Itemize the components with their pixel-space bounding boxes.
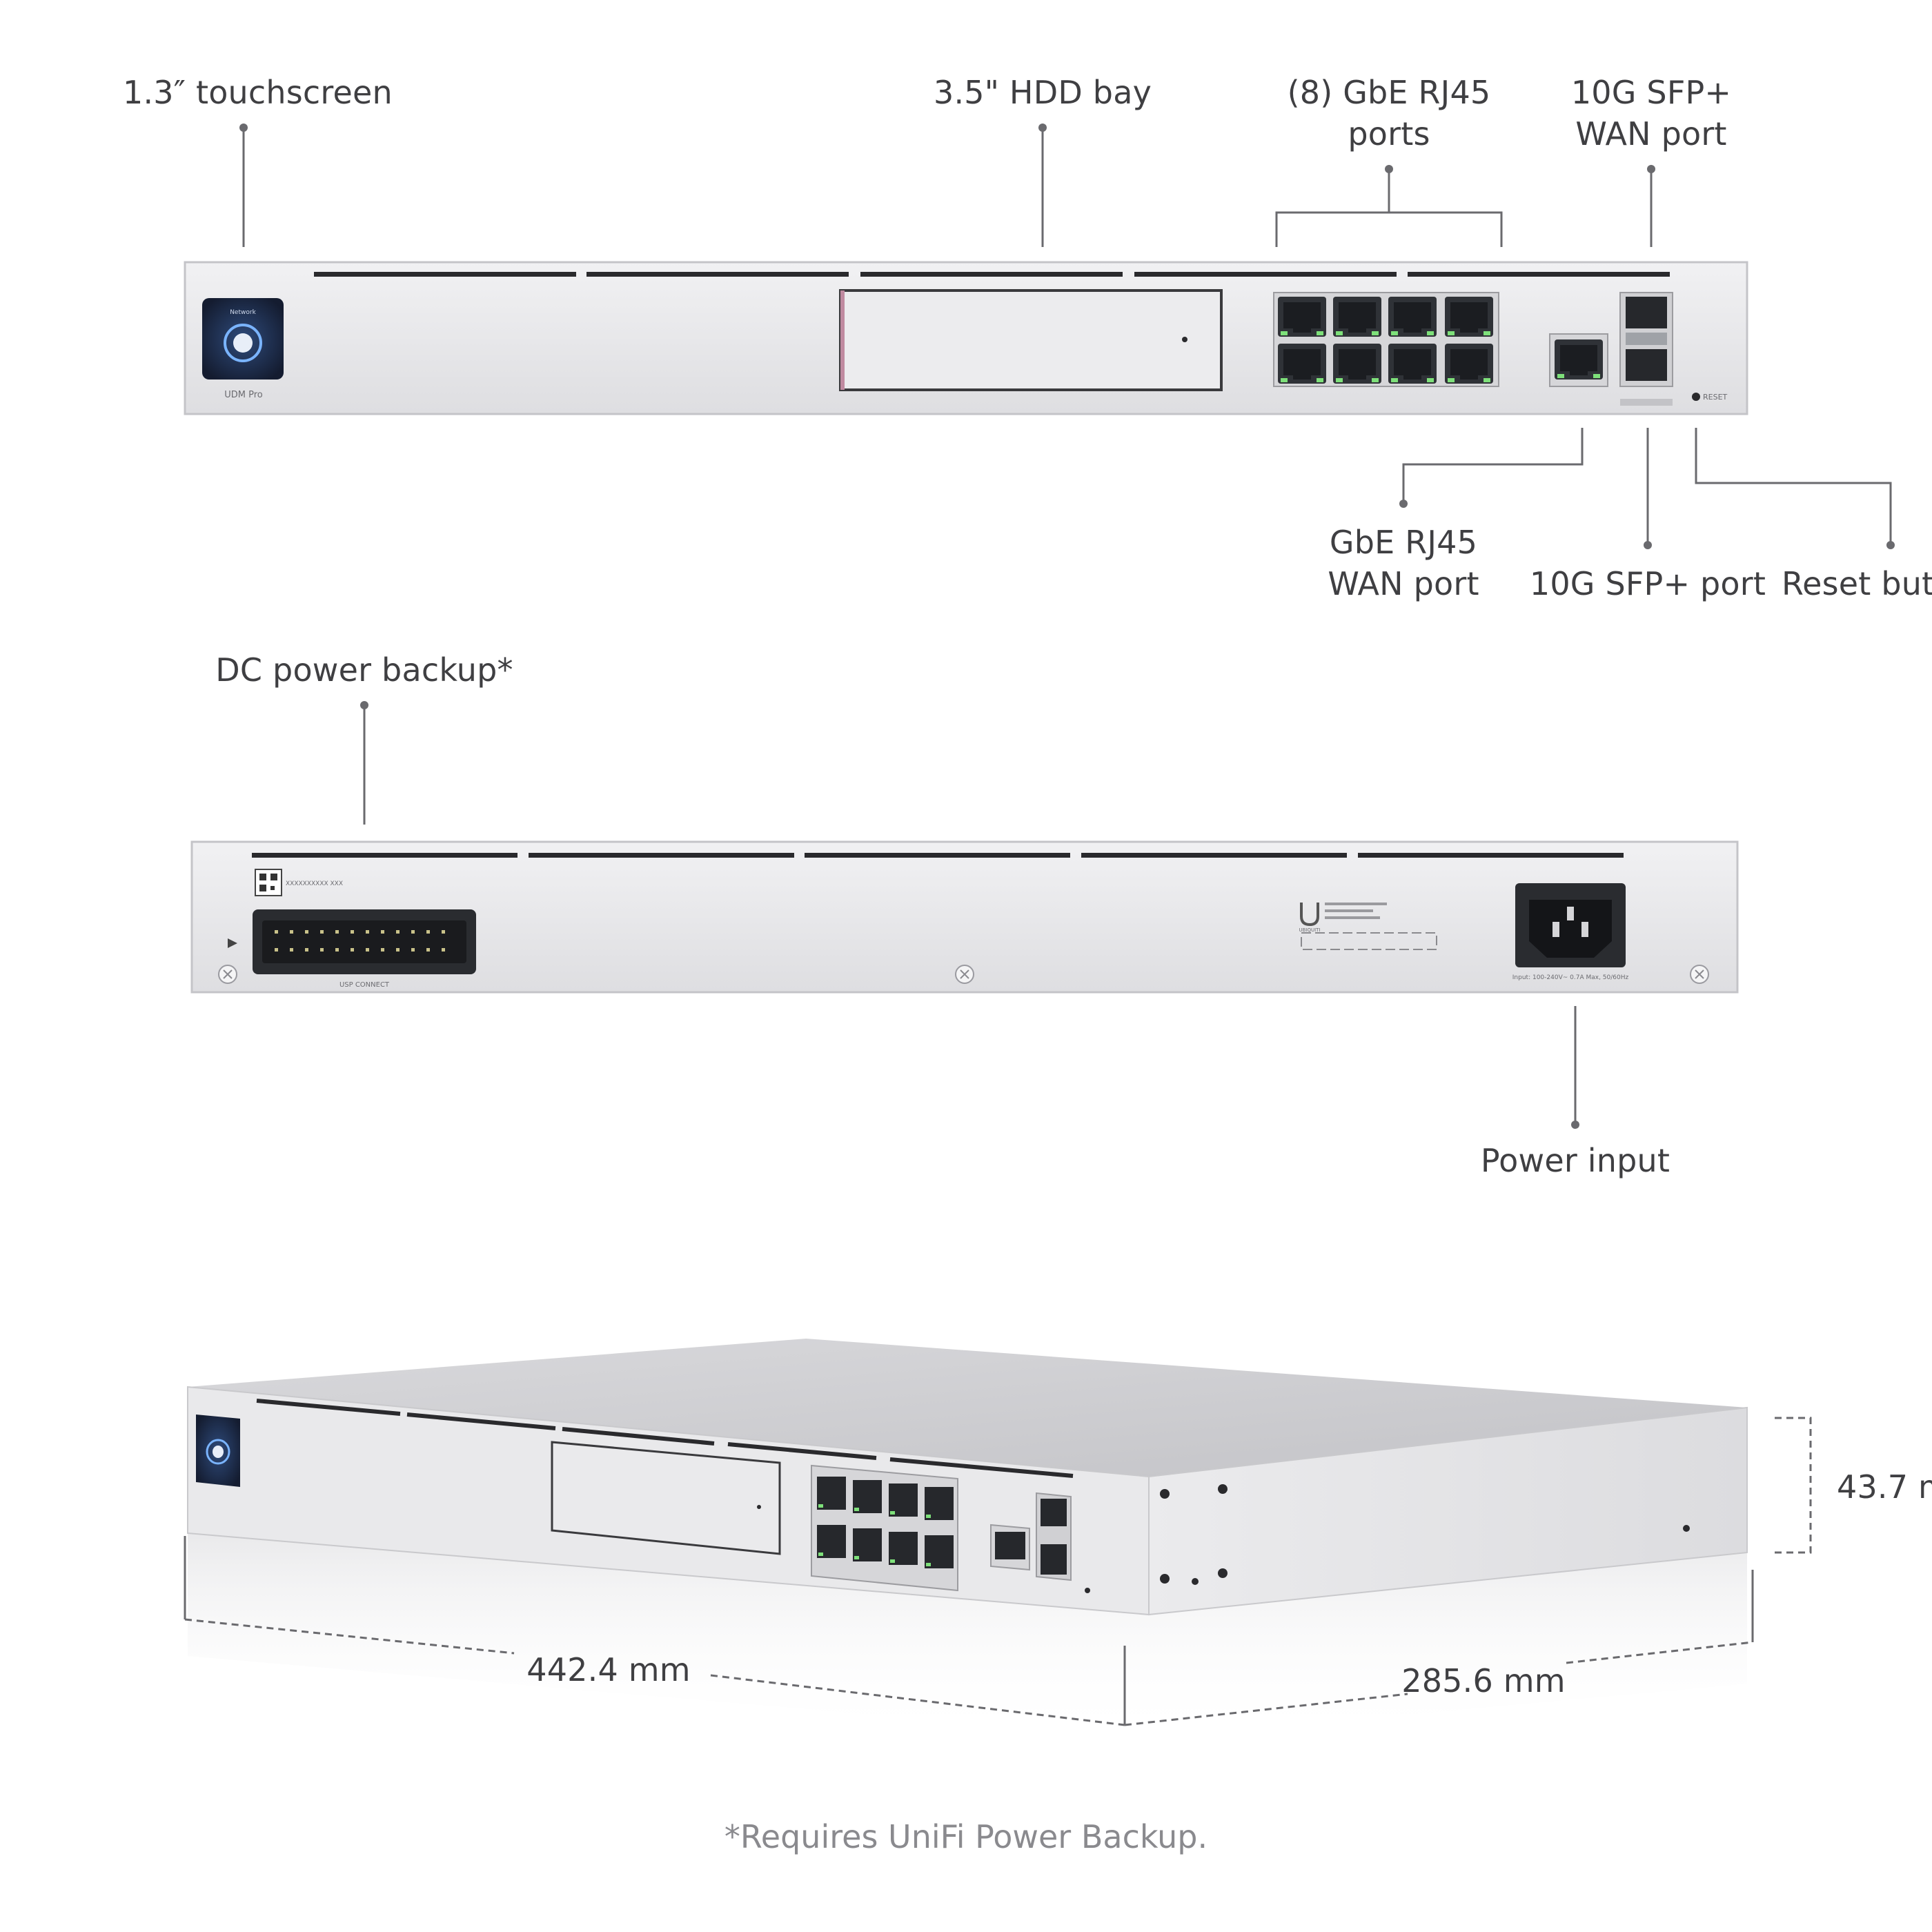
perspective-rj45-block xyxy=(811,1464,958,1592)
dimension-depth: 285.6 mm xyxy=(1401,1662,1566,1699)
callout-gbe-wan: GbE RJ45 WAN port xyxy=(1328,522,1479,604)
brand-text: UBIQUITI xyxy=(1299,927,1320,933)
sfp-ports xyxy=(1619,292,1673,406)
front-view: Network UDM Pro xyxy=(184,261,1748,415)
screw-slots xyxy=(223,969,1704,979)
dimension-lines xyxy=(184,1417,1812,1726)
callout-rj45-ports: (8) GbE RJ45 ports xyxy=(1288,72,1491,155)
hdd-bay xyxy=(839,289,1223,391)
callout-reset-button: Reset butt xyxy=(1782,565,1932,602)
callout-sfp-port: 10G SFP+ port xyxy=(1529,565,1766,602)
ground-icon xyxy=(228,938,237,948)
rear-view: XXXXXXXXXX XXX USP CONNECT UBIQUITI xyxy=(190,840,1739,994)
front-vents xyxy=(314,272,1670,277)
callout-gbe-wan-line1: GbE RJ45 xyxy=(1329,524,1478,561)
power-rating-text: Input: 100-240V~ 0.7A Max, 50/60Hz xyxy=(1512,974,1629,981)
ubiquiti-logo-icon xyxy=(1300,903,1319,927)
callout-sfp-wan-line1: 10G SFP+ xyxy=(1570,74,1732,111)
serial-text: XXXXXXXXXX XXX xyxy=(286,880,343,887)
callout-dc-power-backup: DC power backup* xyxy=(215,651,513,689)
usp-connect-text: USP CONNECT xyxy=(339,981,390,989)
footnote: *Requires UniFi Power Backup. xyxy=(724,1818,1208,1855)
perspective-side-screws xyxy=(1160,1484,1690,1585)
callout-gbe-wan-line2: WAN port xyxy=(1328,565,1479,602)
floor-reflection xyxy=(188,1533,1747,1739)
rear-callout-dots xyxy=(360,701,1579,1129)
perspective-view xyxy=(187,1339,1748,1739)
wan-rj45-port xyxy=(1549,333,1608,387)
callout-rj45-ports-line2: ports xyxy=(1348,115,1430,152)
perspective-touchscreen xyxy=(196,1414,240,1487)
perspective-vents xyxy=(256,1399,1074,1478)
front-callout-dots xyxy=(239,124,1895,549)
perspective-hdd-bay xyxy=(551,1441,781,1555)
callout-rj45-ports-line1: (8) GbE RJ45 xyxy=(1287,74,1491,111)
dc-power-backup-connector: USP CONNECT xyxy=(253,909,476,989)
touchscreen-display: Network UDM Pro xyxy=(202,298,284,400)
screen-title: Network xyxy=(230,309,256,316)
rear-vents xyxy=(252,853,1624,858)
reset-text: RESET xyxy=(1703,393,1728,402)
callout-sfp-wan: 10G SFP+ WAN port xyxy=(1571,72,1731,155)
chassis-top xyxy=(188,1339,1747,1477)
rear-callout-lines xyxy=(363,705,1577,1125)
perspective-wan-sfp xyxy=(990,1492,1090,1593)
power-input-inlet: Input: 100-240V~ 0.7A Max, 50/60Hz xyxy=(1512,883,1629,981)
front-callout-lines xyxy=(242,128,1892,545)
model-label: UDM Pro xyxy=(224,390,263,400)
dimension-height: 43.7 m xyxy=(1837,1468,1932,1506)
dimension-width: 442.4 mm xyxy=(526,1651,691,1688)
regulatory-label: UBIQUITI xyxy=(1299,903,1437,950)
rj45-port-block xyxy=(1273,292,1499,387)
callout-power-input: Power input xyxy=(1480,1142,1670,1179)
reset-pinhole: RESET xyxy=(1692,393,1728,402)
callout-hdd-bay: 3.5" HDD bay xyxy=(934,74,1152,111)
callout-touchscreen: 1.3″ touchscreen xyxy=(123,74,393,111)
callout-sfp-wan-line2: WAN port xyxy=(1575,115,1727,152)
qr-code-sticker: XXXXXXXXXX XXX xyxy=(255,869,343,896)
